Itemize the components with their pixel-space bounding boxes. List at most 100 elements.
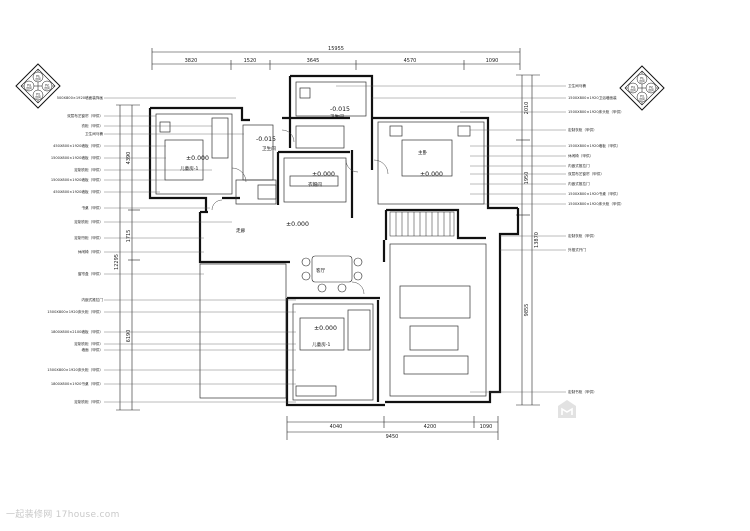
dimension-labels: 15955 3820 1520 3645 4570 1090 9450 4040… <box>185 46 499 440</box>
annotation: 1500X800×1920卫浴墙面装 <box>568 95 617 100</box>
grid-mark-label: 台风 <box>35 95 41 99</box>
annotation: 1500X800×1920床头柜（甲供） <box>568 201 624 206</box>
annotation: 休闲椅（甲供） <box>568 153 593 158</box>
room-label: 卫生间 <box>330 113 344 120</box>
room-label: 主卧 <box>418 149 428 156</box>
annotation: 定制书柜（甲供） <box>568 389 597 394</box>
grid-mark-right: E1 台风 E2 台风 E3 台风 E4 台风 <box>619 65 665 111</box>
walls <box>148 74 520 407</box>
annotation: 双层布艺窗帘（甲供） <box>568 171 604 176</box>
watermark-logo-icon <box>558 400 576 418</box>
annotation: 休闲椅（甲供） <box>78 249 103 254</box>
dim-right-total: 13870 <box>534 232 540 248</box>
annotation: 1500X800×1920床头柜（甲供） <box>47 367 103 372</box>
annotation: 定制衣柜（甲供） <box>568 127 597 132</box>
right-annotations: 卫生间马桶 1500X800×1920卫浴墙面装 1500X800×1920床头… <box>568 83 624 394</box>
annotation: 1500X800×1920书桌（甲供） <box>568 191 620 196</box>
level-mark: ±0.000 <box>286 221 309 228</box>
annotation: 外推式开门 <box>568 247 586 252</box>
annotation: 卫生间马桶 <box>568 83 586 88</box>
level-mark: ±0.000 <box>314 325 337 332</box>
annotation: 窗帘盒（甲供） <box>78 271 103 276</box>
grid-mark-label: E1 <box>640 76 644 80</box>
room-labels: 儿童房-1 主卧 儿童房-1 卫生间 卫生间 衣帽间 走廊 客厅 <box>180 113 428 348</box>
level-marks: ±0.000 ±0.000 ±0.000 -0.015 -0.015 ±0.00… <box>186 106 443 332</box>
annotation: 墙面（甲供） <box>81 347 103 352</box>
dim-bottom: 4200 <box>424 424 437 430</box>
annotation: 内嵌式推拉门 <box>568 163 590 168</box>
dim-left-total: 12295 <box>114 254 120 270</box>
dim-top-total: 15955 <box>328 46 344 52</box>
room-label: 卫生间 <box>262 145 276 152</box>
grid-mark-label: E1 <box>36 74 40 78</box>
grid-mark-label: 台风 <box>648 88 654 92</box>
grid-mark-label: 台风 <box>35 77 41 81</box>
level-mark: ±0.000 <box>312 171 335 178</box>
dim-top: 3820 <box>185 58 198 64</box>
grid-mark-left: E1 台风 E2 台风 E3 台风 E4 台风 <box>15 63 61 109</box>
annotation: 定制衣柜（甲供） <box>74 341 103 346</box>
grid-mark-label: E2 <box>649 85 653 89</box>
grid-mark-label: 台风 <box>26 86 32 90</box>
level-mark: ±0.000 <box>186 155 209 162</box>
annotation: 500X800×1920墙面装饰画 <box>57 95 104 100</box>
annotation: 卫生间马桶 <box>85 131 103 136</box>
grid-mark-label: 台风 <box>630 88 636 92</box>
dining-table <box>301 255 363 293</box>
annotation: 1500X800×1920墙板（甲供） <box>51 177 103 182</box>
room-label: 儿童房-1 <box>312 341 330 348</box>
left-annotations: 500X800×1920墙面装饰画 双层布艺窗帘（甲供） 衣柜（甲供） 卫生间马… <box>47 95 103 404</box>
annotation: 定制书柜（甲供） <box>74 235 103 240</box>
dim-bottom: 1090 <box>480 424 493 430</box>
annotation: 1500X800×1920墙板（甲供） <box>568 143 620 148</box>
annotation: 1500X800×1920墙板（甲供） <box>51 155 103 160</box>
dim-top: 1520 <box>244 58 257 64</box>
dim-bottom-total: 9450 <box>386 434 399 440</box>
room-label: 衣帽间 <box>308 181 322 188</box>
interior-lines <box>155 81 487 401</box>
annotation: 450X800×1920墙板（甲供） <box>53 143 103 148</box>
grid-mark-label: E4 <box>27 83 31 87</box>
annotation: 定制衣柜（甲供） <box>74 219 103 224</box>
level-mark: ±0.000 <box>420 171 443 178</box>
staircase <box>389 211 455 237</box>
annotation: 衣柜（甲供） <box>81 123 103 128</box>
door-swings <box>211 129 389 295</box>
grid-mark-label: E2 <box>45 83 49 87</box>
level-mark: -0.015 <box>330 106 350 113</box>
annotation: 1800X800×2100墙板（甲供） <box>51 329 103 334</box>
dim-bottom: 4040 <box>330 424 343 430</box>
annotation: 定制衣柜（甲供） <box>74 167 103 172</box>
grid-mark-label: 台风 <box>44 86 50 90</box>
grid-mark-label: 台风 <box>639 97 645 101</box>
annotation: 内嵌式推拉门 <box>568 181 590 186</box>
annotation: 1800X800×1920书桌（甲供） <box>51 381 103 386</box>
dim-right: 9855 <box>524 304 530 317</box>
dim-top: 1090 <box>486 58 499 64</box>
dim-left: 1715 <box>126 230 132 243</box>
grid-mark-label: 台风 <box>639 79 645 83</box>
grid-mark-label: E4 <box>631 85 635 89</box>
annotation: 双层布艺窗帘（甲供） <box>67 113 103 118</box>
dim-top: 4570 <box>404 58 417 64</box>
level-mark: -0.015 <box>256 136 276 143</box>
room-label: 儿童房-1 <box>180 165 198 172</box>
watermark-text: 一起装修网 17house.com <box>6 510 120 520</box>
annotation: 内嵌式推拉门 <box>81 297 103 302</box>
leader-lines <box>104 85 566 403</box>
annotation: 1500X800×1920床头柜（甲供） <box>568 109 624 114</box>
dim-right: 2010 <box>524 102 530 115</box>
annotation: 定制衣柜（甲供） <box>568 233 597 238</box>
dim-left: 6190 <box>126 330 132 343</box>
grid-mark-label: E3 <box>36 92 40 96</box>
dim-top: 3645 <box>307 58 320 64</box>
room-label: 客厅 <box>316 267 326 274</box>
annotation: 1500X800×1920床头柜（甲供） <box>47 309 103 314</box>
grid-mark-label: E3 <box>640 94 644 98</box>
annotation: 书桌（甲供） <box>81 205 103 210</box>
annotation: 定制衣柜（甲供） <box>74 399 103 404</box>
dim-right: 1950 <box>524 172 530 185</box>
room-label: 走廊 <box>236 227 246 234</box>
annotation: 450X800×1920墙板（甲供） <box>53 189 103 194</box>
